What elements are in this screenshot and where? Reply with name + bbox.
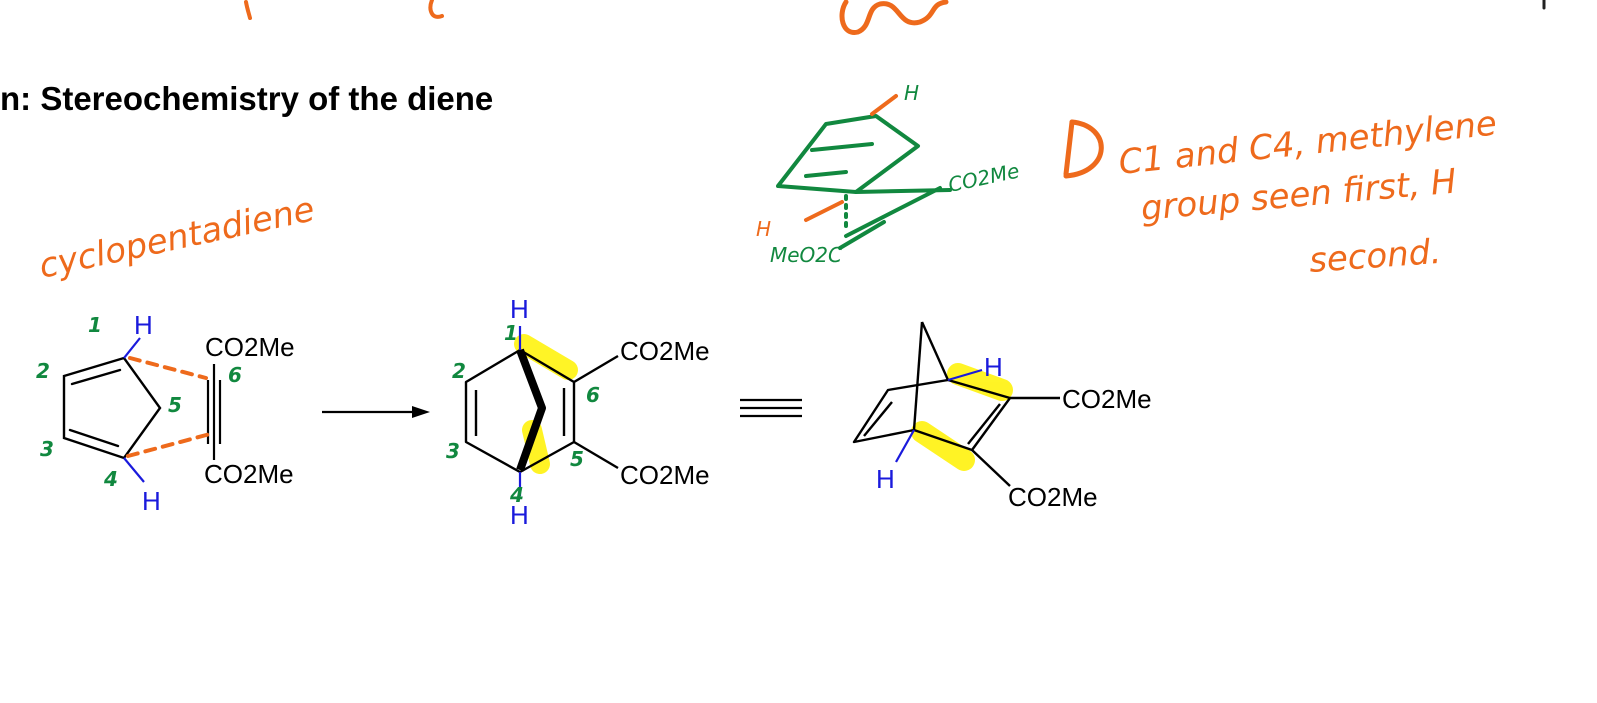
sketch-right-label: CO2Me (946, 158, 1021, 196)
dienophile-structure (206, 364, 222, 460)
note-marker (1063, 119, 1104, 179)
transition-state-sketch (776, 94, 952, 250)
svg-text:2: 2 (452, 359, 466, 383)
svg-text:4: 4 (103, 467, 118, 491)
svg-text:1: 1 (504, 321, 518, 345)
product-carbon-numbers: 1 2 3 4 5 6 (446, 321, 600, 507)
reactant-h-bottom: H (142, 486, 161, 516)
forming-bond-dashes (126, 356, 212, 458)
perspective-c-h-bonds (895, 368, 983, 463)
svg-text:2: 2 (36, 359, 50, 383)
svg-text:6: 6 (228, 363, 242, 387)
product-ester-bottom: CO2Me (620, 460, 710, 490)
perspective-h-top: H (984, 352, 1003, 382)
reactant-ester-bottom: CO2Me (204, 459, 294, 489)
perspective-structure (852, 321, 1060, 487)
svg-text:3: 3 (446, 439, 460, 463)
svg-text:1: 1 (88, 313, 102, 337)
product-ester-top: CO2Me (620, 336, 710, 366)
svg-text:5: 5 (168, 393, 182, 417)
diene-label: cyclopentadiene (36, 189, 319, 286)
sketch-left-label: MeO2C (770, 243, 842, 267)
note-line-3: second. (1308, 232, 1443, 281)
product-h-bottom: H (510, 500, 529, 530)
svg-text:4: 4 (509, 483, 524, 507)
cyclopentadiene-structure (62, 356, 162, 460)
perspective-ester-top: CO2Me (1062, 384, 1152, 414)
svg-text:6: 6 (586, 383, 600, 407)
section-heading: n: Stereochemistry of the diene (0, 80, 494, 117)
svg-text:3: 3 (40, 437, 54, 461)
perspective-h-bottom: H (876, 464, 895, 494)
methylene-bridge (516, 348, 546, 472)
top-cutoff-scribbles (244, 0, 1546, 35)
svg-text:5: 5 (570, 447, 584, 471)
perspective-ester-bottom: CO2Me (1008, 482, 1098, 512)
reactant-ester-top: CO2Me (205, 332, 295, 362)
perspective-highlight (911, 363, 1013, 471)
sketch-h-label-2: H (756, 217, 771, 241)
reactant-c-h-bonds (123, 337, 145, 483)
equivalence-sign (740, 398, 802, 418)
reaction-arrow (322, 406, 430, 418)
product-h-top: H (510, 294, 529, 324)
reactant-h-top: H (134, 310, 153, 340)
reactant-carbon-numbers: 1 2 3 4 5 6 (36, 313, 242, 491)
sketch-h-label: H (904, 81, 919, 105)
